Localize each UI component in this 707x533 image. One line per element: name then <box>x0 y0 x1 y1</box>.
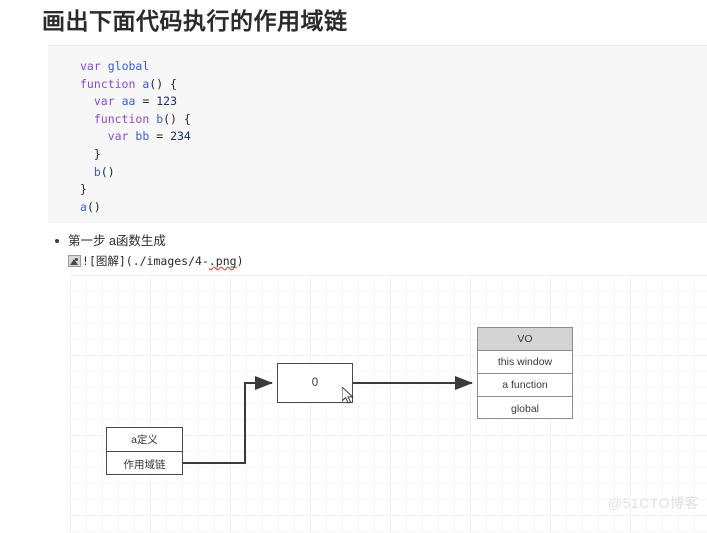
markdown-alt-path: [图解](./images/4- <box>88 254 209 268</box>
step-label: 第一步 a函数生成 <box>68 234 166 248</box>
vo-row-1: a function <box>478 374 572 397</box>
code-token: b <box>156 111 164 126</box>
code-token: () <box>100 164 115 179</box>
broken-image-markdown: ![图解](./images/4-.png) <box>52 253 452 269</box>
code-token: var <box>80 59 101 73</box>
markdown-close-paren: ) <box>236 254 244 268</box>
code-token: () { <box>149 76 177 91</box>
code-line: function a() { <box>80 76 707 94</box>
code-token <box>101 59 108 73</box>
vo-row-0: this window <box>478 351 572 374</box>
scope-chain-diagram: 0 a定义 作用域链 VO this window a function glo… <box>70 275 707 533</box>
watermark: @51CTO博客 <box>607 495 699 511</box>
zero-box-label: 0 <box>311 377 319 389</box>
a-definition-scope-chain: 作用域链 <box>123 458 166 471</box>
notes-block: 第一步 a函数生成 ![图解](./images/4-.png) <box>52 232 452 269</box>
diagram-connectors <box>183 376 473 464</box>
code-token: global <box>107 59 150 73</box>
vo-box: VO this window a function global <box>477 327 573 419</box>
markdown-bang: ! <box>82 254 89 268</box>
a-definition-title: a定义 <box>107 428 182 452</box>
markdown-extension: .png <box>208 254 237 268</box>
code-token: 234 <box>170 129 191 144</box>
code-token <box>80 129 108 143</box>
page-title: 画出下面代码执行的作用域链 <box>42 8 348 34</box>
code-token: function <box>80 76 136 91</box>
code-token: } <box>80 182 87 197</box>
list-item: 第一步 a函数生成 <box>52 232 452 250</box>
code-token <box>115 94 122 108</box>
code-line: } <box>80 181 707 199</box>
vo-box-header: VO <box>478 328 572 351</box>
code-line: var aa = 123 <box>80 93 707 111</box>
code-token <box>80 94 94 108</box>
code-token: var <box>93 94 115 109</box>
code-token: aa <box>121 94 136 109</box>
code-token: a <box>80 199 87 214</box>
code-line: } <box>80 146 707 164</box>
code-line: var global <box>80 58 707 76</box>
code-token <box>80 165 94 179</box>
bullet-dot-icon <box>55 239 59 243</box>
code-line: b() <box>80 164 707 182</box>
code-line: var bb = 234 <box>80 128 707 146</box>
code-token: b <box>93 164 101 179</box>
code-token: function <box>93 111 150 126</box>
code-token: = <box>149 129 171 144</box>
code-token: 123 <box>156 94 177 109</box>
code-token <box>80 112 94 126</box>
code-token: () <box>86 199 101 214</box>
broken-image-icon <box>68 255 81 267</box>
code-token: a <box>142 76 150 91</box>
a-definition-box: a定义 作用域链 <box>106 427 183 475</box>
code-token: var <box>107 129 129 144</box>
code-token: () { <box>163 111 191 126</box>
code-token: bb <box>135 129 150 144</box>
code-line: function b() { <box>80 111 707 129</box>
code-token: } <box>80 146 101 161</box>
zero-box: 0 <box>277 363 353 403</box>
code-token: = <box>135 94 157 109</box>
vo-row-2: global <box>510 402 540 415</box>
connector-adef-to-zero <box>183 376 273 464</box>
code-line: a() <box>80 199 707 217</box>
